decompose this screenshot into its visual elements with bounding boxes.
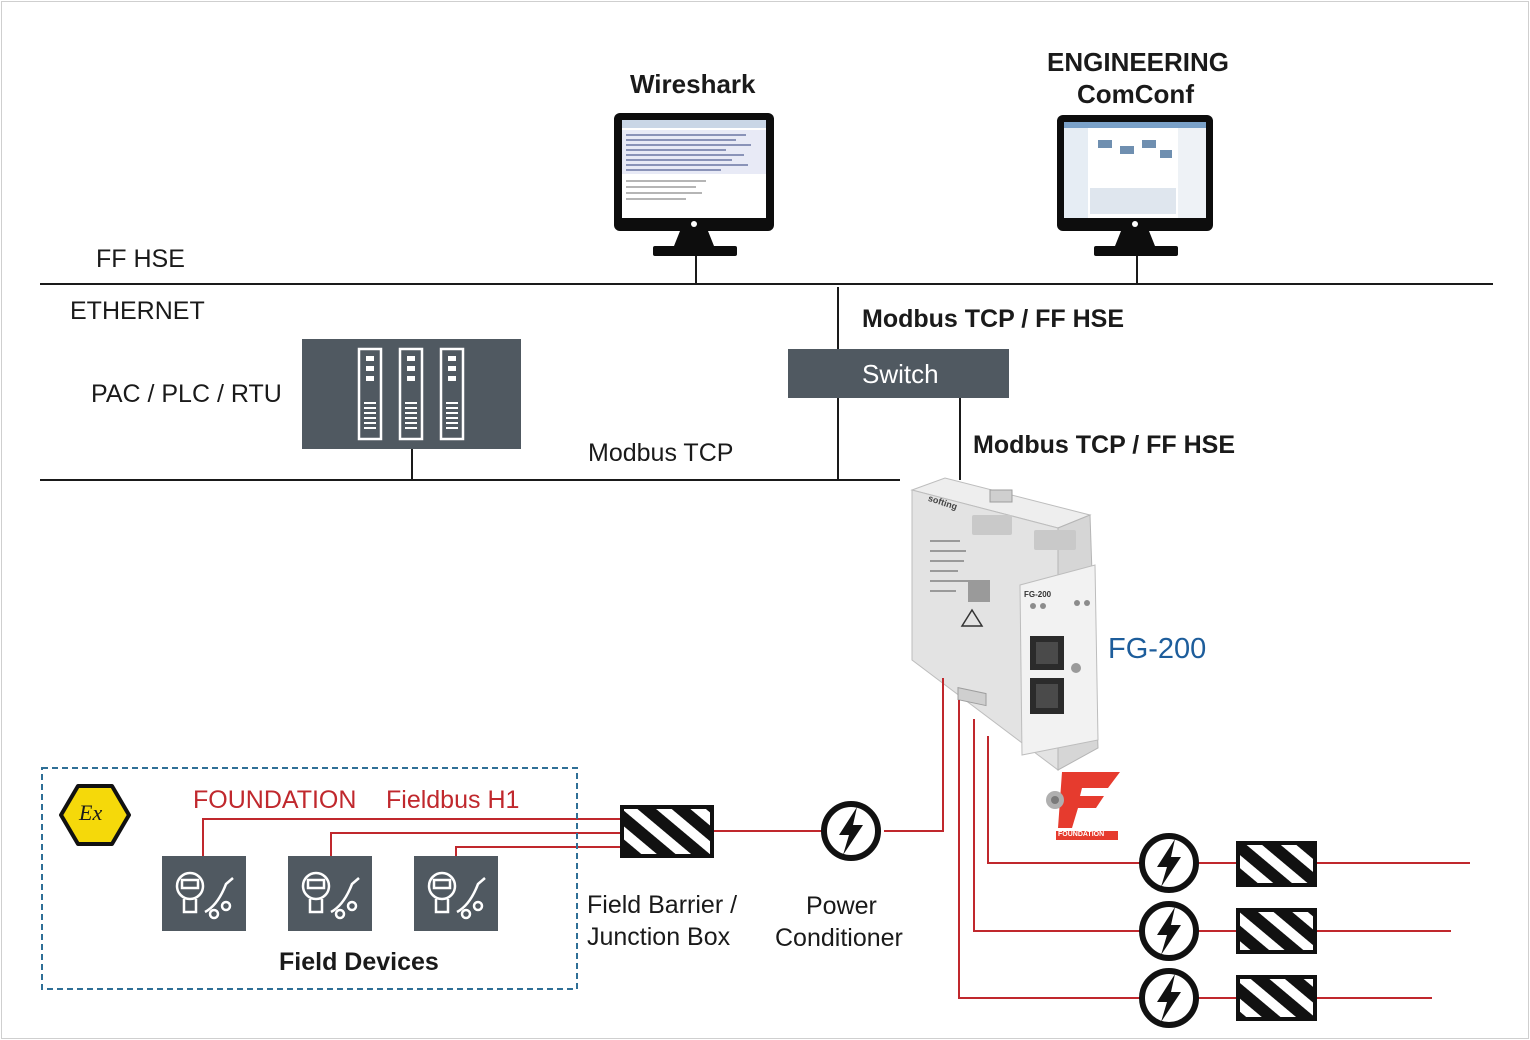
ex-hazard-icon bbox=[59, 784, 131, 846]
hatched-barrier-icon bbox=[1236, 841, 1317, 887]
ex-mark-text: Ex bbox=[79, 800, 103, 825]
fieldbus-h1-label: Fieldbus H1 bbox=[386, 786, 520, 814]
power-conditioner-label-line2: Conditioner bbox=[775, 924, 903, 952]
ff-hse-label: FF HSE bbox=[96, 245, 185, 273]
modbus-tcp-label: Modbus TCP bbox=[588, 439, 734, 467]
gateway-device-image bbox=[910, 477, 1099, 772]
engineering-label-line2: ComConf bbox=[1077, 79, 1194, 109]
hatched-barrier-icon bbox=[1236, 908, 1317, 954]
device-model-text: FG-200 bbox=[1024, 590, 1052, 599]
server-rack-icon bbox=[302, 339, 521, 449]
foundation-logo-icon bbox=[1046, 772, 1120, 840]
fg200-label: FG-200 bbox=[1108, 633, 1207, 665]
hazardous-area-boundary bbox=[41, 767, 578, 990]
hatched-barrier-icon bbox=[620, 805, 714, 858]
network-lines bbox=[40, 256, 1493, 481]
modbus-tcp-ff-hse-mid-label: Modbus TCP / FF HSE bbox=[973, 431, 1236, 459]
foundation-logo-text: FOUNDATION bbox=[1058, 831, 1105, 838]
modbus-tcp-ff-hse-top-label: Modbus TCP / FF HSE bbox=[862, 305, 1125, 333]
pressure-transmitter-icon bbox=[288, 856, 372, 931]
pressure-transmitter-icon bbox=[162, 856, 246, 931]
power-conditioner-label-line1: Power bbox=[806, 892, 877, 920]
field-devices-label: Field Devices bbox=[279, 948, 439, 976]
switch-label: Switch bbox=[862, 359, 939, 389]
fieldbus-lines bbox=[202, 678, 1470, 999]
pac-plc-rtu-label: PAC / PLC / RTU bbox=[91, 380, 282, 408]
foundation-label: FOUNDATION bbox=[193, 786, 357, 814]
lightning-bolt-icon bbox=[824, 804, 878, 858]
lightning-bolt-icon bbox=[1142, 836, 1196, 890]
monitor-icon bbox=[614, 113, 774, 256]
field-barrier-label-line1: Field Barrier / bbox=[587, 891, 738, 919]
ethernet-label: ETHERNET bbox=[70, 297, 205, 325]
lightning-bolt-icon bbox=[1142, 904, 1196, 958]
hatched-barrier-icon bbox=[1236, 975, 1317, 1021]
lightning-bolt-icon bbox=[1142, 971, 1196, 1025]
monitor-icon bbox=[1057, 115, 1213, 256]
wireshark-label: Wireshark bbox=[630, 69, 756, 99]
pressure-transmitter-icon bbox=[414, 856, 498, 931]
field-barrier-label-line2: Junction Box bbox=[587, 923, 731, 951]
engineering-label-line1: ENGINEERING bbox=[1047, 47, 1230, 77]
switch-box bbox=[788, 349, 1009, 398]
